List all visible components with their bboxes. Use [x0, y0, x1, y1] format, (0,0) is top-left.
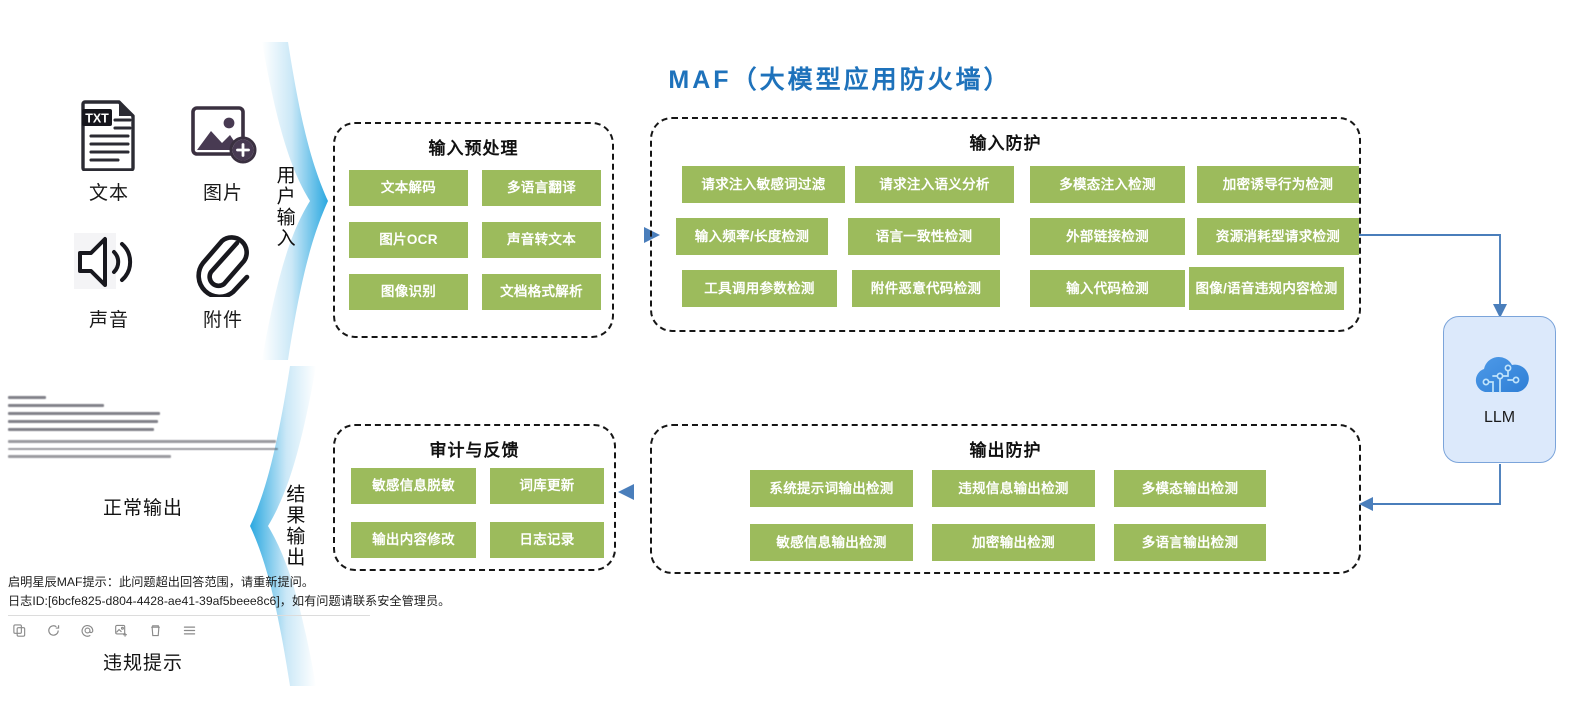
violation-message-line1: 启明星辰MAF提示：此问题超出回答范围，请重新提问。	[8, 575, 315, 589]
chip-audit-feedback[interactable]: 日志记录	[490, 522, 604, 558]
chip-output-protection[interactable]: 系统提示词输出检测	[750, 470, 913, 507]
panel-title: 输出防护	[969, 441, 1042, 460]
chip-output-protection[interactable]: 敏感信息输出检测	[750, 524, 913, 561]
page-title: MAF（大模型应用防火墙）	[668, 66, 1012, 94]
normal-output-preview	[8, 396, 280, 476]
user-input-ribbon: 用户输入	[248, 42, 330, 360]
panel-title: 审计与反馈	[429, 441, 520, 460]
result-output-ribbon-label: 结果输出	[283, 484, 305, 568]
paperclip-attachment-icon	[176, 223, 270, 301]
chip-output-protection[interactable]: 多模态输出检测	[1114, 470, 1266, 507]
input-source-label: 附件	[202, 310, 243, 331]
chip-input-preprocess[interactable]: 文本解码	[349, 170, 468, 206]
input-source-image: 图片	[176, 96, 270, 205]
cloud-ai-icon	[1469, 352, 1531, 403]
chip-input-protection[interactable]: 工具调用参数检测	[682, 270, 837, 307]
user-input-ribbon-label: 用户输入	[273, 165, 295, 250]
llm-connectors	[1359, 234, 1507, 511]
panel-output-protection: 输出防护 系统提示词输出检测 违规信息输出检测 多模态输出检测 敏感信息输出检测…	[650, 424, 1361, 574]
chip-input-protection[interactable]: 请求注入语义分析	[855, 166, 1014, 203]
arrow-output-to-audit	[618, 484, 662, 500]
panel-title: 输入预处理	[428, 139, 519, 158]
save-image-icon[interactable]	[114, 623, 129, 638]
input-source-sound: 声音	[62, 223, 156, 332]
input-source-label: 声音	[88, 310, 129, 331]
chip-input-preprocess[interactable]: 声音转文本	[482, 222, 601, 258]
chip-input-protection[interactable]: 语言一致性检测	[848, 218, 1000, 255]
panel-title: 输入防护	[969, 134, 1042, 153]
normal-output-caption: 正常输出	[102, 498, 183, 519]
svg-text:TXT: TXT	[85, 112, 109, 126]
chip-input-preprocess[interactable]: 图片OCR	[349, 222, 468, 258]
chip-output-protection[interactable]: 多语言输出检测	[1114, 524, 1266, 561]
chip-input-preprocess[interactable]: 多语言翻译	[482, 170, 601, 206]
chip-input-protection[interactable]: 输入代码检测	[1030, 270, 1185, 307]
result-output-ribbon: 结果输出	[248, 366, 330, 686]
input-sources-group: TXT 文本	[62, 96, 270, 332]
arrow-preprocess-to-protection	[616, 227, 660, 243]
divider	[8, 615, 370, 616]
input-source-text: TXT 文本	[62, 96, 156, 205]
menu-icon[interactable]	[182, 623, 197, 638]
chip-input-protection[interactable]: 附件恶意代码检测	[852, 270, 1000, 307]
panel-audit-feedback: 审计与反馈 敏感信息脱敏 词库更新 输出内容修改 日志记录	[333, 424, 616, 571]
panel-input-protection: 输入防护 请求注入敏感词过滤 请求注入语义分析 多模态注入检测 加密诱导行为检测…	[650, 117, 1361, 332]
input-source-attachment: 附件	[176, 223, 270, 332]
chip-input-protection[interactable]: 图像/语音违规内容检测	[1189, 267, 1344, 310]
llm-label: LLM	[1483, 409, 1516, 426]
input-source-label: 文本	[88, 183, 129, 204]
speaker-sound-icon	[62, 223, 156, 301]
refresh-icon[interactable]	[46, 623, 61, 638]
delete-icon[interactable]	[148, 623, 163, 638]
chip-input-preprocess[interactable]: 文档格式解析	[482, 274, 601, 310]
chip-output-protection[interactable]: 违规信息输出检测	[932, 470, 1095, 507]
violation-message-line2: 日志ID:[6bcfe825-d804-4428-ae41-39af5beee8…	[8, 594, 451, 608]
violation-toolbar	[8, 616, 398, 638]
violation-output-card: 启明星辰MAF提示：此问题超出回答范围，请重新提问。 日志ID:[6bcfe82…	[8, 573, 451, 638]
chip-audit-feedback[interactable]: 词库更新	[490, 468, 604, 504]
violation-output-caption: 违规提示	[102, 653, 183, 674]
chip-audit-feedback[interactable]: 敏感信息脱敏	[351, 468, 476, 504]
image-add-icon	[176, 96, 270, 174]
llm-card[interactable]: LLM	[1443, 316, 1556, 463]
txt-document-icon: TXT	[62, 96, 156, 174]
chip-input-protection[interactable]: 资源消耗型请求检测	[1197, 218, 1359, 255]
chip-input-preprocess[interactable]: 图像识别	[349, 274, 468, 310]
input-source-label: 图片	[202, 183, 243, 204]
panel-input-preprocess: 输入预处理 文本解码 多语言翻译 图片OCR 声音转文本 图像识别 文档格式解析	[333, 122, 614, 338]
mention-icon[interactable]	[80, 623, 95, 638]
chip-input-protection[interactable]: 多模态注入检测	[1030, 166, 1185, 203]
chip-input-protection[interactable]: 请求注入敏感词过滤	[682, 166, 845, 203]
chip-output-protection[interactable]: 加密输出检测	[932, 524, 1095, 561]
chip-input-protection[interactable]: 加密诱导行为检测	[1197, 166, 1359, 203]
chip-audit-feedback[interactable]: 输出内容修改	[351, 522, 476, 558]
copy-icon[interactable]	[12, 623, 27, 638]
chip-input-protection[interactable]: 输入频率/长度检测	[676, 218, 828, 255]
chip-input-protection[interactable]: 外部链接检测	[1030, 218, 1185, 255]
